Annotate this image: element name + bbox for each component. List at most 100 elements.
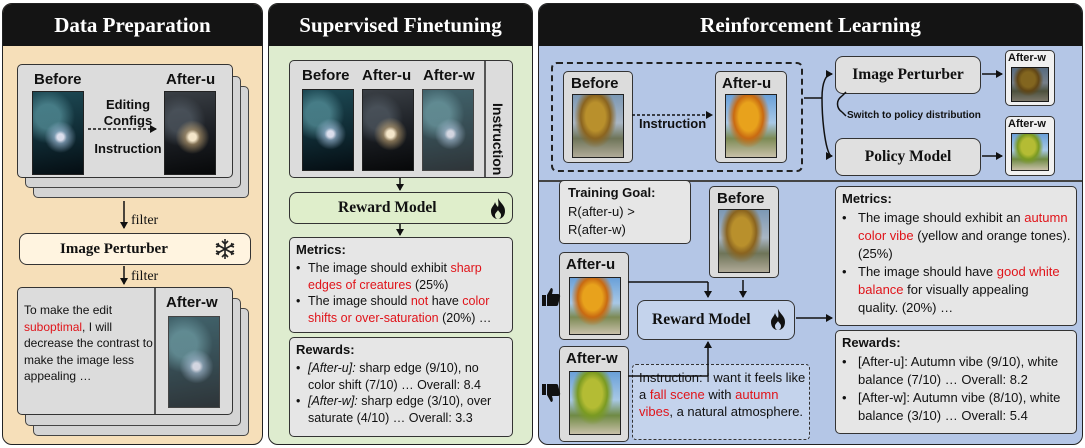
instruction-label: Instruction: [94, 141, 162, 156]
metric-text: (20%) …: [438, 310, 492, 325]
rl-after-w2-label: After-w: [566, 350, 618, 367]
rl-before2-card: Before: [709, 186, 779, 278]
sft-after-u-image: [362, 89, 414, 171]
rl-after-u-card: After-u: [715, 71, 787, 163]
suboptimal-text-post: , I will decrease the contrast to make t…: [24, 319, 153, 384]
rl-before2-image: [718, 209, 770, 273]
rl-edit-region: [551, 62, 803, 172]
metric-highlight: good white balance: [858, 264, 1060, 297]
rl-after-u2-label: After-u: [566, 256, 616, 273]
rl-image-perturber-label: Image Perturber: [852, 66, 964, 83]
data-preparation-panel: Data Preparation Before After-u Editing …: [2, 3, 263, 445]
metric-text: The image should exhibit: [308, 261, 451, 275]
rl-rewards-box: Rewards: [After-u]: Autumn vibe (9/10), …: [835, 330, 1077, 434]
rl-before-image: [572, 94, 624, 158]
rl-after-w2-image: [569, 371, 621, 435]
suboptimal-card: To make the edit suboptimal, I will decr…: [17, 287, 233, 415]
reinforcement-learning-panel: Reinforcement Learning Before Instructio…: [538, 3, 1083, 445]
sft-metrics-box: Metrics: The image should exhibit sharp …: [289, 237, 513, 333]
rl-metrics-title: Metrics:: [842, 191, 892, 206]
sft-title: Supervised Finetuning: [269, 4, 532, 46]
sft-instruction-label: Instruction: [490, 103, 506, 176]
card-divider: [484, 61, 486, 177]
sft-metrics-list: The image should exhibit sharp edges of …: [294, 260, 508, 326]
training-goal-text: R(after-u) > R(after-w): [568, 204, 635, 237]
rl-before-label: Before: [571, 75, 619, 92]
rl-metrics-box: Metrics: The image should exhibit an aut…: [835, 186, 1077, 326]
after-w-label: After-w: [166, 294, 218, 311]
sft-after-w-image: [422, 89, 474, 171]
sft-reward-item: [After-w]: sharp edge (3/10), over satur…: [294, 393, 508, 426]
rl-after-w-bottom-image: [1011, 133, 1049, 171]
sft-rewards-box: Rewards: [After-u]: sharp edge (9/10), n…: [289, 337, 513, 437]
metric-text: The image should have: [858, 264, 997, 279]
supervised-finetuning-panel: Supervised Finetuning Before After-u Aft…: [268, 3, 533, 445]
rl-policy-model-label: Policy Model: [864, 148, 952, 165]
rl-after-u2-image: [569, 277, 621, 335]
sft-metric-item: The image should not have color shifts o…: [294, 293, 508, 326]
metric-highlight: color shifts or over-saturation: [308, 294, 490, 325]
data-preparation-title: Data Preparation: [3, 4, 262, 46]
metric-text: (25%): [411, 277, 449, 292]
rl-metric-item: The image should have good white balance…: [840, 263, 1072, 317]
rl-after-w-top-image: [1011, 67, 1049, 102]
suboptimal-text-pre: To make the edit: [24, 303, 113, 317]
instruction-highlight: autumn vibes: [639, 387, 779, 419]
instruction-highlight: fall scene: [649, 387, 705, 402]
rl-after-w-bottom-label: After-w: [1008, 118, 1046, 130]
metric-highlight: not: [410, 294, 429, 308]
before-after-card: Before After-u Editing Configs Instructi…: [17, 64, 233, 178]
metric-text: have: [428, 294, 463, 308]
sft-rewards-list: [After-u]: sharp edge (9/10), no color s…: [294, 360, 508, 426]
snowflake-icon: [212, 237, 238, 261]
training-goal-box: Training Goal: R(after-u) > R(after-w): [559, 180, 691, 244]
rl-image-perturber-box: Image Perturber: [835, 56, 981, 94]
metric-text: for visually appealing quality. (20%) …: [858, 282, 1029, 315]
rl-title: Reinforcement Learning: [539, 4, 1082, 46]
filter-label-top: filter: [131, 213, 159, 228]
rl-after-w-top-card: After-w: [1005, 50, 1055, 106]
filter-label-bottom: filter: [131, 269, 159, 284]
fire-icon: [768, 307, 788, 331]
image-perturber-box: Image Perturber: [19, 233, 251, 265]
sft-reward-model-box: Reward Model: [289, 192, 513, 224]
sft-images-card: Before After-u After-w Instruction: [289, 60, 513, 178]
sft-after-w-label: After-w: [423, 67, 475, 84]
image-perturber-label: Image Perturber: [60, 241, 168, 257]
instruction-text: Instruction: I want it feels like a: [639, 370, 806, 402]
sft-metrics-title: Metrics:: [296, 242, 346, 257]
sft-rewards-title: Rewards:: [296, 342, 355, 357]
rl-policy-model-box: Policy Model: [835, 138, 981, 176]
metric-text: The image should exhibit an: [858, 210, 1025, 225]
before-image: [32, 91, 84, 175]
sft-after-u-label: After-u: [362, 67, 412, 84]
sft-reward-model-label: Reward Model: [338, 199, 437, 216]
switch-label: Switch to policy distribution: [847, 110, 981, 121]
thumbs-up-icon: [541, 286, 561, 308]
rl-metric-item: The image should exhibit an autumn color…: [840, 209, 1072, 263]
rl-reward-model-box: Reward Model: [637, 300, 795, 340]
reward-text: sharp edge (3/10), over saturate (4/10) …: [308, 394, 492, 425]
metric-highlight: autumn color vibe: [858, 210, 1068, 243]
reward-tag: [After-w]:: [308, 394, 358, 408]
rl-after-w-top-label: After-w: [1008, 52, 1046, 64]
suboptimal-description: To make the edit suboptimal, I will decr…: [24, 302, 156, 385]
rl-rewards-list: [After-u]: Autumn vibe (9/10), white bal…: [840, 353, 1072, 425]
rl-after-u-label: After-u: [722, 75, 772, 92]
rl-before-card: Before: [563, 71, 633, 163]
reward-tag: [After-u]:: [308, 361, 356, 375]
thumbs-down-icon: [541, 382, 561, 404]
metric-text: The image should: [308, 294, 411, 308]
metric-highlight: sharp edges of creatures: [308, 261, 482, 292]
rl-reward-item: [After-w]: Autumn vibe (8/10), white bal…: [840, 389, 1072, 425]
rl-after-w-bottom-card: After-w: [1005, 116, 1055, 176]
instruction-text: , a natural atmosphere.: [669, 404, 804, 419]
rl-rewards-title: Rewards:: [842, 335, 901, 350]
sft-metric-item: The image should exhibit sharp edges of …: [294, 260, 508, 293]
rl-reward-model-label: Reward Model: [652, 311, 751, 328]
rl-reward-item: [After-u]: Autumn vibe (9/10), white bal…: [840, 353, 1072, 389]
rl-after-w2-card: After-w: [559, 346, 629, 442]
sft-before-image: [302, 89, 354, 171]
after-u-image: [164, 91, 216, 175]
rl-separator: [539, 180, 1082, 182]
